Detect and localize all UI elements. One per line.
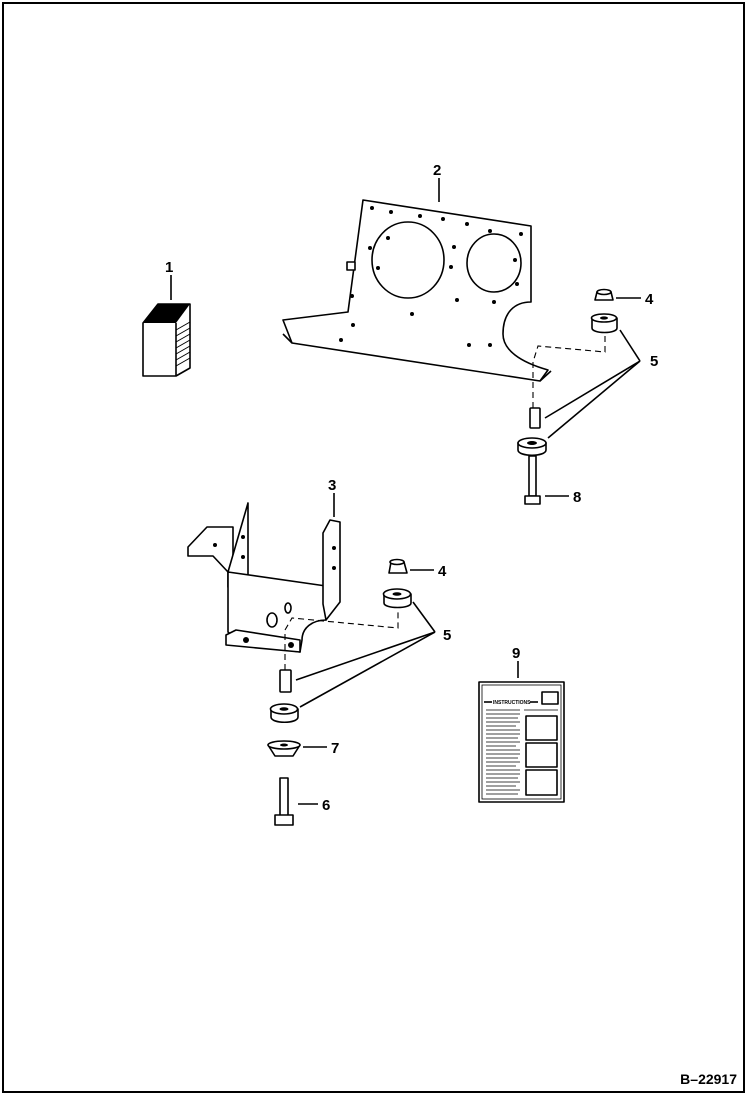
part-3-bracket [187, 502, 341, 653]
part-2-plate [282, 199, 552, 382]
callout-5a: 5 [650, 353, 658, 370]
figure-reference-number: B–22917 [680, 1071, 737, 1087]
callout-7: 7 [331, 740, 339, 757]
leader-5b [295, 601, 436, 708]
callout-9: 9 [512, 645, 520, 662]
callout-4b: 4 [438, 563, 447, 580]
leader-5a [544, 329, 641, 439]
callout-2: 2 [433, 162, 441, 179]
part-9-instruction-sheet: INSTRUCTIONS [478, 681, 565, 803]
callout-8: 8 [573, 489, 581, 506]
callout-1: 1 [165, 259, 173, 276]
callout-5b: 5 [443, 627, 451, 644]
upper-hardware [517, 288, 618, 505]
callout-3: 3 [328, 477, 336, 494]
lower-hardware [267, 558, 412, 826]
callout-4a: 4 [645, 291, 654, 308]
instruction-sheet-heading: INSTRUCTIONS [493, 700, 531, 706]
callout-6: 6 [322, 797, 330, 814]
part-1-block [142, 303, 191, 377]
